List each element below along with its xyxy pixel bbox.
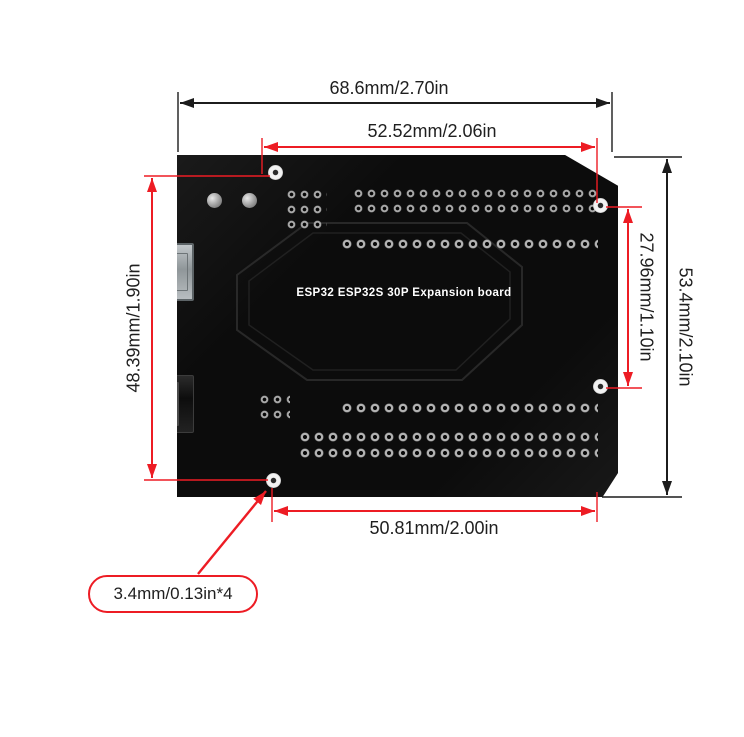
pin-header-rows-top [350,185,598,216]
pin-header-cluster-top-left [283,186,327,232]
dim-top-pin-span-label: 52.52mm/2.06in [367,121,497,141]
usb-connector [177,243,194,301]
solder-leg [242,193,257,208]
dim-bottom-pin-span-label: 50.81mm/2.00in [369,518,499,538]
mounting-hole-callout: 3.4mm/0.13in*4 [88,575,258,613]
dim-overall-width-label: 68.6mm/2.70in [329,78,449,98]
pin-header-rows-bottom [296,428,598,461]
mounting-hole-top-right [593,198,608,213]
esp32-expansion-board: ESP32 ESP32S 30P Expansion board [177,155,618,497]
mounting-hole-callout-label: 3.4mm/0.13in*4 [113,584,233,603]
dim-overall-height-label: 53.4mm/2.10in [675,267,696,387]
pcb-trace-decoration [236,222,523,381]
pin-header-row-top-long [338,235,598,252]
pin-header-cluster-bottom-left [256,391,290,423]
solder-leg [207,193,222,208]
mounting-hole-bottom-right [593,379,608,394]
board-title: ESP32 ESP32S 30P Expansion board [296,287,512,299]
mounting-hole-callout-arrow [197,490,267,575]
pin-header-row-bottom-long [338,399,598,416]
power-jack-connector [177,375,194,433]
dim-left-height-label: 48.39mm/1.90in [123,263,144,393]
mounting-hole-bottom-left [266,473,281,488]
dim-right-pin-span-label: 27.96mm/1.10in [636,232,657,362]
mounting-hole-top-left [268,165,283,180]
